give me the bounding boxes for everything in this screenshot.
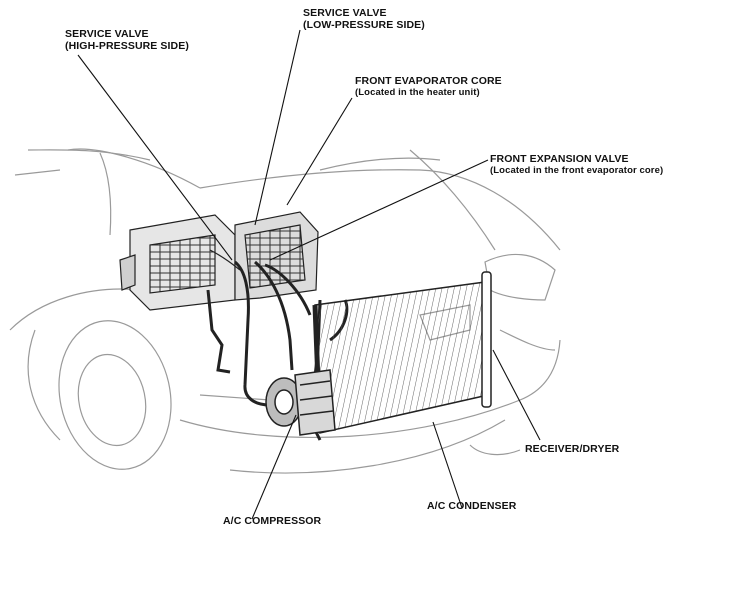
label-line: FRONT EXPANSION VALVE bbox=[490, 153, 629, 165]
label-line: (LOW-PRESSURE SIDE) bbox=[303, 19, 425, 31]
label-ac-compressor: A/C COMPRESSOR bbox=[223, 515, 322, 527]
label-front-evaporator-core: FRONT EVAPORATOR CORE (Located in the he… bbox=[355, 75, 502, 99]
label-receiver-dryer: RECEIVER/DRYER bbox=[525, 443, 620, 455]
compressor bbox=[265, 369, 336, 436]
label-line: (HIGH-PRESSURE SIDE) bbox=[65, 40, 189, 52]
vehicle-body bbox=[9, 148, 561, 474]
heater-unit bbox=[119, 211, 319, 311]
label-line: FRONT EVAPORATOR CORE bbox=[355, 75, 502, 87]
receiver-dryer bbox=[481, 271, 492, 408]
label-line: SERVICE VALVE bbox=[303, 7, 387, 19]
leader-lines bbox=[77, 29, 541, 520]
label-service-valve-low: SERVICE VALVE (LOW-PRESSURE SIDE) bbox=[303, 7, 425, 31]
label-service-valve-high: SERVICE VALVE (HIGH-PRESSURE SIDE) bbox=[65, 28, 189, 52]
label-line: (Located in the front evaporator core) bbox=[490, 165, 664, 176]
condenser bbox=[312, 281, 490, 434]
label-line: (Located in the heater unit) bbox=[355, 87, 480, 98]
label-line: SERVICE VALVE bbox=[65, 28, 149, 40]
label-front-expansion-valve: FRONT EXPANSION VALVE (Located in the fr… bbox=[490, 153, 663, 177]
label-ac-condenser: A/C CONDENSER bbox=[427, 500, 517, 512]
